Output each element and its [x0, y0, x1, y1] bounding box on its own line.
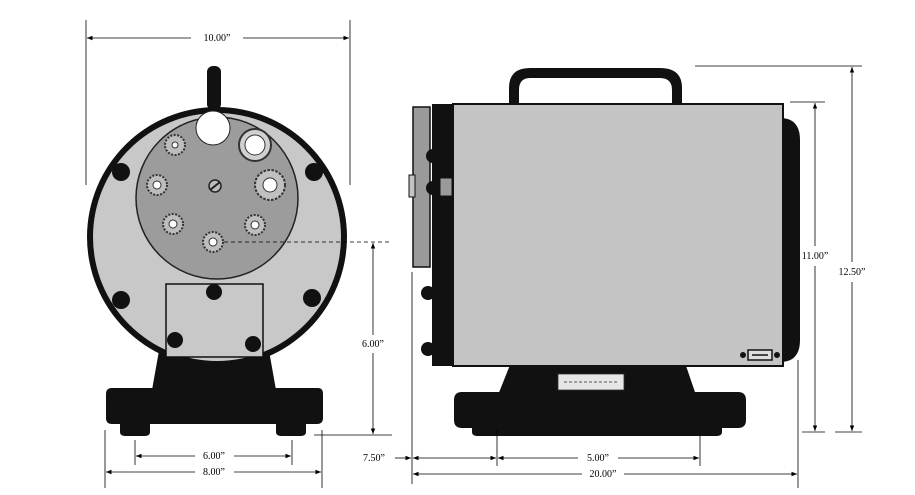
faceplate-tab [408, 174, 416, 198]
front-handle-stub [207, 66, 221, 110]
port [171, 141, 179, 149]
dim-side-height-inner: 11.00” [802, 251, 829, 262]
mount-hole [305, 163, 323, 181]
side-knob [426, 149, 440, 163]
port [208, 237, 218, 247]
dim-front-width: 10.00” [204, 33, 231, 44]
dim-side-total-width: 20.00” [590, 469, 617, 480]
port [152, 180, 162, 190]
mount-hole [303, 289, 321, 307]
port [168, 219, 178, 229]
mount-hole [206, 284, 222, 300]
side-view [408, 68, 800, 436]
side-dimensions: 11.00” 12.50” 7.50” 5.00” 20.00” [363, 65, 866, 488]
mount-hole [167, 332, 183, 348]
port [250, 220, 260, 230]
front-dimensions: 10.00” 6.00” 6.00” 8.00” [85, 20, 392, 488]
connector-icon [740, 349, 780, 361]
side-knob [426, 181, 440, 195]
mount-hole [112, 163, 130, 181]
dim-side-mid-width: 5.00” [587, 453, 609, 464]
side-rear-cap [780, 118, 800, 362]
dim-base-offset: 7.50” [363, 453, 385, 464]
side-main-box [452, 103, 784, 367]
dim-port-height: 6.00” [362, 339, 384, 350]
mount-hole [112, 291, 130, 309]
front-base [106, 388, 323, 436]
port [262, 177, 278, 193]
dim-base-inner-width: 6.00” [203, 451, 225, 462]
side-knob [421, 286, 435, 300]
mount-hole [245, 336, 261, 352]
dim-side-height-outer: 12.50” [839, 267, 866, 278]
port [244, 134, 266, 156]
side-knob [421, 342, 435, 356]
side-handle [509, 68, 682, 104]
side-base [454, 392, 746, 436]
front-view [87, 66, 347, 436]
dim-base-outer-width: 8.00” [203, 467, 225, 478]
port-large-white [195, 110, 231, 146]
side-front-bracket [432, 104, 453, 366]
